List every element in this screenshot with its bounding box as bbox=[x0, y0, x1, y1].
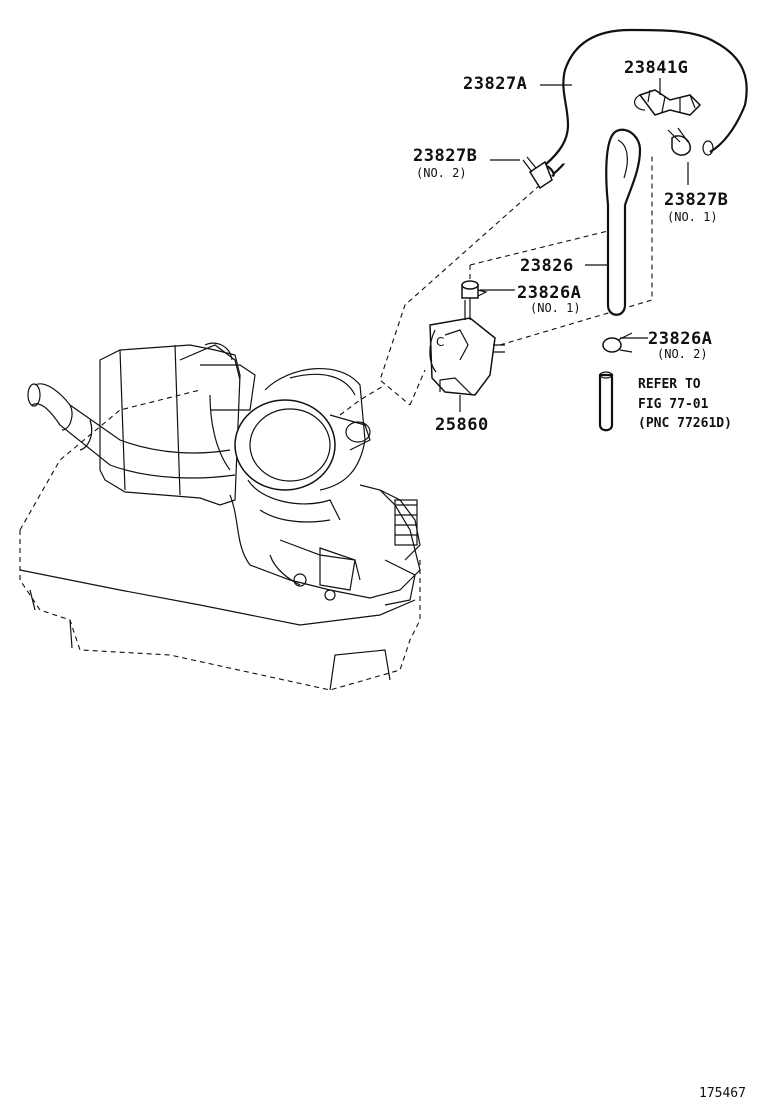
part-25860-label[interactable]: 25860 bbox=[435, 415, 489, 435]
reference-line3: (PNC 77261D) bbox=[638, 416, 732, 431]
vsv-valve-25860: C bbox=[429, 298, 505, 396]
intake-manifold bbox=[229, 484, 421, 606]
part-23827B-no1-note: (NO. 1) bbox=[667, 210, 718, 224]
ref-hose bbox=[598, 371, 614, 432]
part-23826-label[interactable]: 23826 bbox=[520, 256, 574, 276]
svg-text:C: C bbox=[436, 335, 444, 349]
engine-block bbox=[19, 342, 421, 691]
part-23826A-no2-note: (NO. 2) bbox=[657, 347, 708, 361]
figure-id: 175467 bbox=[699, 1086, 746, 1101]
part-23827B-no1-label[interactable]: 23827B bbox=[664, 190, 729, 210]
part-23826A-no2-label[interactable]: 23826A bbox=[648, 329, 713, 349]
intake-hose bbox=[27, 364, 256, 479]
cap-23826A-no1 bbox=[461, 280, 488, 299]
part-23827B-no2-note: (NO. 2) bbox=[416, 166, 467, 180]
part-23826A-no1-note: (NO. 1) bbox=[530, 301, 581, 315]
reference-line1: REFER TO bbox=[638, 377, 701, 392]
clip-23827B-no1 bbox=[667, 127, 691, 156]
part-23841G-label[interactable]: 23841G bbox=[624, 58, 689, 78]
part-23827A-label[interactable]: 23827A bbox=[463, 74, 528, 94]
clip-23826A-no2 bbox=[602, 332, 633, 353]
throttle-body bbox=[234, 367, 371, 521]
part-23827B-no2-label[interactable]: 23827B bbox=[413, 146, 478, 166]
callout-lines bbox=[459, 78, 689, 412]
part-23826A-no1-label[interactable]: 23826A bbox=[517, 283, 582, 303]
clip-23827B-no2 bbox=[522, 156, 553, 190]
reference-line2[interactable]: FIG 77-01 bbox=[638, 397, 709, 412]
hose-23826 bbox=[605, 128, 642, 316]
